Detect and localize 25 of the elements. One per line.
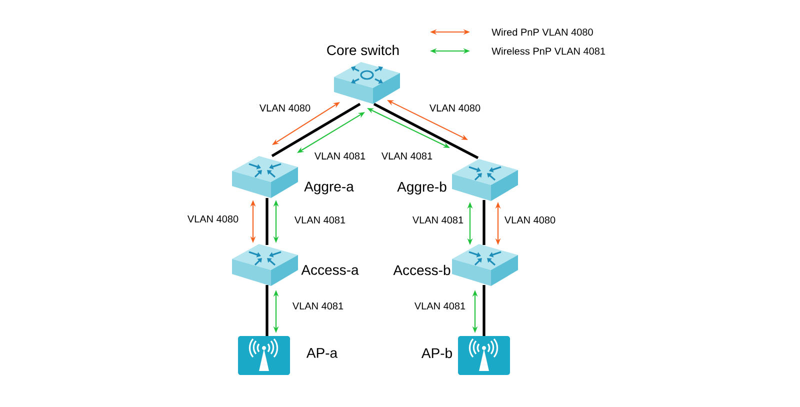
device-label: Core switch bbox=[327, 44, 399, 56]
edge-label: VLAN 4081 bbox=[313, 151, 367, 161]
link-line bbox=[482, 200, 486, 245]
device-label: Aggre-b bbox=[397, 181, 446, 195]
legend-text: Wired PnP VLAN 4080 bbox=[492, 28, 593, 36]
edge-label: VLAN 4081 bbox=[380, 151, 434, 161]
device-label: Aggre-a bbox=[304, 182, 354, 194]
edge-label: VLAN 4080 bbox=[186, 214, 240, 224]
edge-label: VLAN 4080 bbox=[258, 103, 312, 113]
link-line bbox=[482, 285, 486, 336]
link-line bbox=[373, 102, 479, 160]
edge-label: VLAN 4080 bbox=[503, 215, 557, 225]
edge-label: VLAN 4081 bbox=[291, 301, 345, 311]
link-line bbox=[266, 198, 268, 245]
legend-text: Wireless PnP VLAN 4081 bbox=[492, 47, 606, 55]
edge-label: VLAN 4081 bbox=[411, 215, 465, 225]
link-line bbox=[266, 285, 268, 336]
edge-label: VLAN 4081 bbox=[293, 215, 347, 225]
device-label: AP-a bbox=[306, 348, 338, 358]
edge-label: VLAN 4080 bbox=[428, 103, 482, 113]
device-label: Access-b bbox=[393, 264, 450, 276]
link-line bbox=[271, 102, 361, 158]
device-label: Access-a bbox=[301, 265, 359, 275]
device-label: AP-b bbox=[421, 348, 452, 358]
edge-label: VLAN 4081 bbox=[413, 301, 467, 311]
